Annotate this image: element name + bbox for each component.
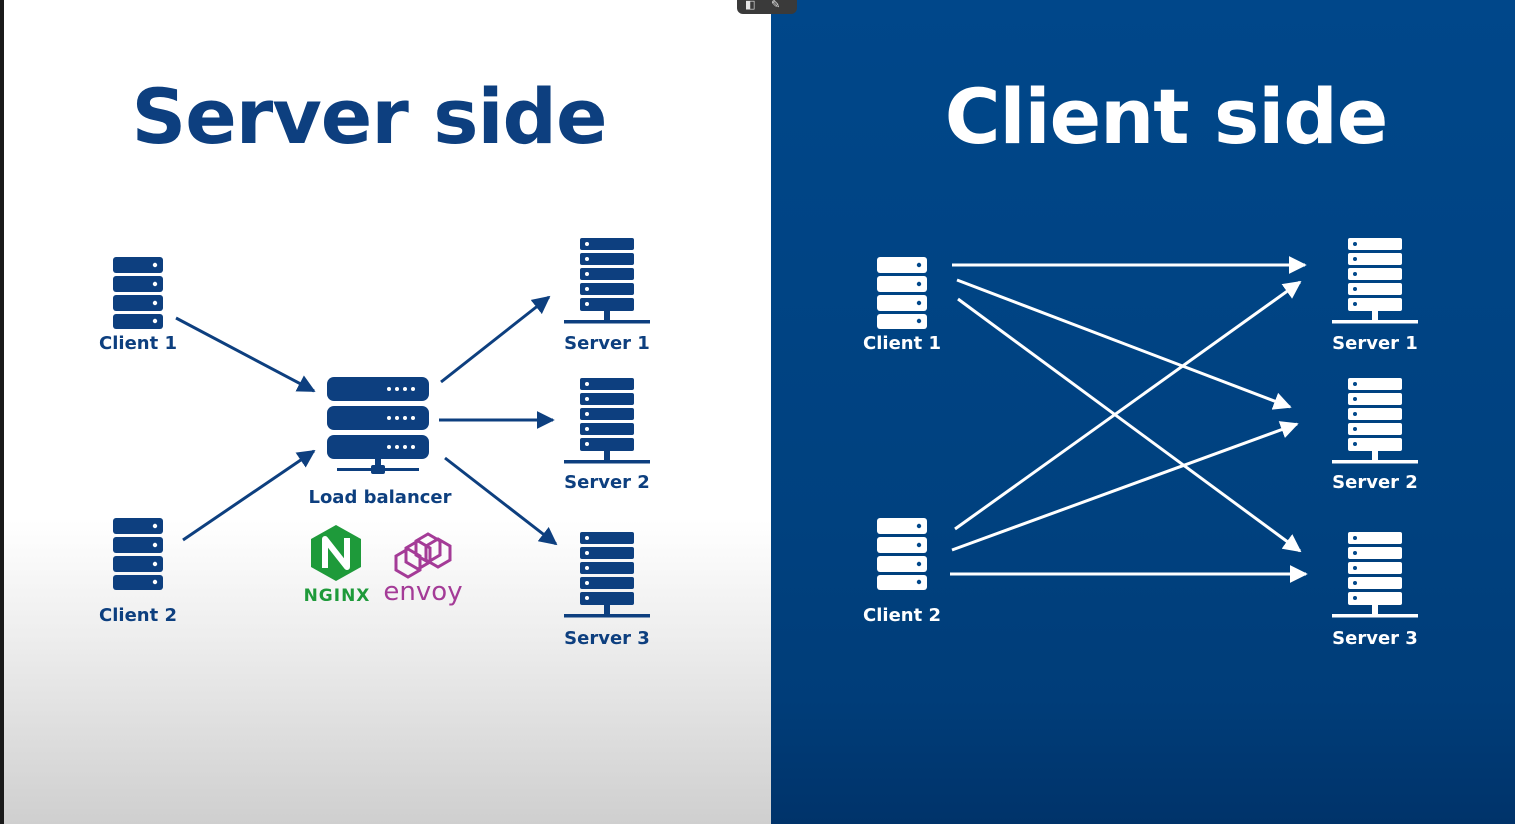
arrow-client2-to-lb bbox=[182, 449, 316, 542]
server-3-label: Server 3 bbox=[1332, 628, 1418, 649]
arrow-lb-to-server1 bbox=[440, 295, 551, 384]
load-balancer-icon bbox=[327, 377, 429, 474]
server-2-icon bbox=[1332, 378, 1418, 464]
client-side-title: Client side bbox=[944, 72, 1389, 161]
nginx-wordmark: NGINX bbox=[304, 586, 371, 606]
arrow-client2-to-server2 bbox=[951, 421, 1299, 552]
arrow-client2-to-server1 bbox=[954, 280, 1302, 531]
server-side-diagram: Client 1 Client 2 Load balancer Server 1… bbox=[99, 238, 650, 649]
client-1-icon bbox=[877, 257, 927, 329]
arrow-client1-to-server3 bbox=[957, 297, 1302, 553]
arrow-lb-to-server3 bbox=[444, 456, 558, 546]
arrow-client1-to-server2 bbox=[956, 278, 1292, 410]
server-3-label: Server 3 bbox=[564, 628, 650, 649]
server-1-label: Server 1 bbox=[1332, 333, 1418, 354]
server-3-icon bbox=[1332, 532, 1418, 618]
client-2-icon bbox=[877, 518, 927, 590]
server-3-icon bbox=[564, 532, 650, 618]
server-1-label: Server 1 bbox=[564, 333, 650, 354]
server-2-icon bbox=[564, 378, 650, 464]
screen-share-icon[interactable]: ◧ bbox=[745, 0, 756, 11]
client-1-label: Client 1 bbox=[99, 333, 177, 354]
client-1-icon bbox=[113, 257, 163, 329]
screen-share-toolbar: ◧ ✎ bbox=[737, 0, 797, 14]
client-2-icon bbox=[113, 518, 163, 590]
load-balancer-label: Load balancer bbox=[308, 487, 451, 508]
server-2-label: Server 2 bbox=[564, 472, 650, 493]
arrow-client1-to-lb bbox=[175, 316, 316, 393]
edit-screen-icon[interactable]: ✎ bbox=[771, 0, 781, 11]
server-side-title: Server side bbox=[131, 72, 607, 161]
client-1-label: Client 1 bbox=[863, 333, 941, 354]
server-1-icon bbox=[1332, 238, 1418, 324]
client-side-diagram: Client 1 Client 2 Server 1 Server 2 Serv… bbox=[863, 238, 1418, 649]
client-2-label: Client 2 bbox=[863, 605, 941, 626]
client-2-label: Client 2 bbox=[99, 605, 177, 626]
server-side-panel: Server side bbox=[4, 0, 771, 824]
envoy-wordmark: envoy bbox=[383, 577, 462, 607]
envoy-logo bbox=[394, 532, 452, 579]
server-2-label: Server 2 bbox=[1332, 472, 1418, 493]
client-side-panel: Client side bbox=[771, 0, 1515, 824]
server-1-icon bbox=[564, 238, 650, 324]
nginx-logo: NGINX bbox=[304, 525, 371, 606]
